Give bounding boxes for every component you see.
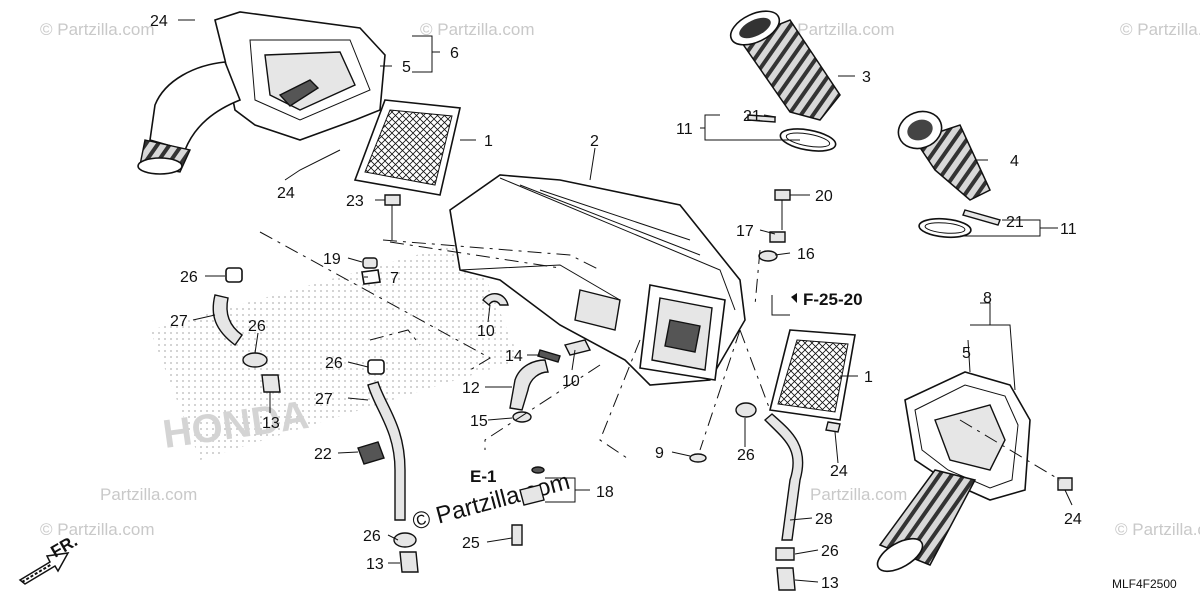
callout-label: 24: [830, 463, 848, 480]
callout-label: 13: [821, 575, 839, 592]
reference-e1: E-1: [470, 467, 496, 486]
watermark-text: © Partzilla.com: [40, 520, 155, 539]
watermark-text: Partzilla.com: [100, 485, 197, 504]
upper-left-filter-element: [353, 99, 461, 196]
leader-lines: [178, 19, 1073, 583]
bolt-20-assembly: [758, 189, 791, 262]
clamp-15: [512, 411, 532, 423]
callout-label: 21: [1006, 214, 1024, 231]
watermark-text: © Partzilla.com: [420, 20, 535, 39]
filter-element-1-right: [769, 329, 856, 433]
callout-label: 27: [315, 391, 333, 408]
bolt-23: [384, 194, 401, 240]
callout-label: 3: [862, 69, 871, 86]
callout-label: 18: [596, 484, 614, 501]
callout-label: 24: [277, 185, 295, 202]
lower-right-cover-assembly-8: [876, 371, 1073, 573]
callout-label: 26: [363, 528, 381, 545]
drain-tube-27-center: [367, 359, 419, 573]
callout-label: 12: [462, 380, 480, 397]
callout-label: 26: [737, 447, 755, 464]
drain-tube-27-left: [212, 267, 281, 393]
grommet-19: [362, 257, 378, 269]
callout-label: 13: [262, 415, 280, 432]
front-arrow-icon: FR.: [18, 531, 81, 585]
callout-label: 15: [470, 413, 488, 430]
callout-label: 26: [248, 318, 266, 335]
sensor-22: [357, 441, 385, 465]
callout-label: 21: [743, 108, 761, 125]
callout-label: 25: [462, 535, 480, 552]
callout-label: 6: [450, 45, 459, 62]
callout-label: 10: [562, 373, 580, 390]
callout-label: 1: [864, 369, 873, 386]
callout-label: 10: [477, 323, 495, 340]
callout-label: 26: [821, 543, 839, 560]
watermark-text: © Partzilla.com: [1120, 20, 1200, 39]
callout-label: 24: [1064, 511, 1082, 528]
callout-label: 5: [962, 345, 971, 362]
watermark-text: © Partzilla.com: [40, 20, 155, 39]
callout-label: 4: [1010, 153, 1019, 170]
watermark-text: © Partzilla.com: [1115, 520, 1200, 539]
callout-label: 17: [736, 223, 754, 240]
drawing-code: MLF4F2500: [1112, 577, 1177, 591]
callout-label: 5: [402, 59, 411, 76]
alignment-lines: [259, 231, 1061, 481]
callout-label: 1: [484, 133, 493, 150]
collar-7: [361, 269, 381, 285]
intake-tube-3: [729, 10, 841, 121]
callout-label: 8: [983, 290, 992, 307]
drain-plug-18-assembly: [511, 466, 545, 546]
callout-label: 14: [505, 348, 523, 365]
background-brand-pattern: HONDA: [150, 240, 520, 460]
callout-label: 28: [815, 511, 833, 528]
grommet-9: [689, 453, 707, 463]
reference-labels: E-1 F-25-20: [470, 290, 863, 486]
callout-label: 23: [346, 193, 364, 210]
seal-10-left: [482, 293, 509, 307]
seal-10-center: [563, 339, 592, 356]
callout-label: 7: [390, 270, 399, 287]
callout-label: 27: [170, 313, 188, 330]
callout-labels: 24 6 5 1 24 3 21 11 4 21 11 2 23 20 17 1…: [150, 13, 1082, 592]
reference-f2520: F-25-20: [803, 290, 863, 309]
air-cleaner-case-2: [449, 174, 746, 386]
callout-label: 2: [590, 133, 599, 150]
callout-label: 26: [180, 269, 198, 286]
callout-label: 20: [815, 188, 833, 205]
clip-14: [537, 349, 561, 363]
callout-label: 11: [1060, 221, 1077, 238]
callout-label: 11: [676, 121, 693, 138]
callout-label: 24: [150, 13, 168, 30]
watermark-text: Partzilla.com: [810, 485, 907, 504]
upper-left-cover-assembly: [137, 11, 386, 175]
band-clamp-11-upper: [747, 114, 837, 152]
callout-label: 19: [323, 251, 341, 268]
intake-tube-4: [897, 110, 991, 201]
callout-label: 16: [797, 246, 815, 263]
drain-tube-28: [735, 402, 804, 591]
callout-label: 13: [366, 556, 384, 573]
watermark-text: © Partzilla.com: [780, 20, 895, 39]
callout-label: 9: [655, 445, 664, 462]
callout-label: 22: [314, 446, 332, 463]
tube-12: [509, 359, 549, 411]
band-clamp-11-lower: [918, 209, 1001, 239]
callout-label: 26: [325, 355, 343, 372]
